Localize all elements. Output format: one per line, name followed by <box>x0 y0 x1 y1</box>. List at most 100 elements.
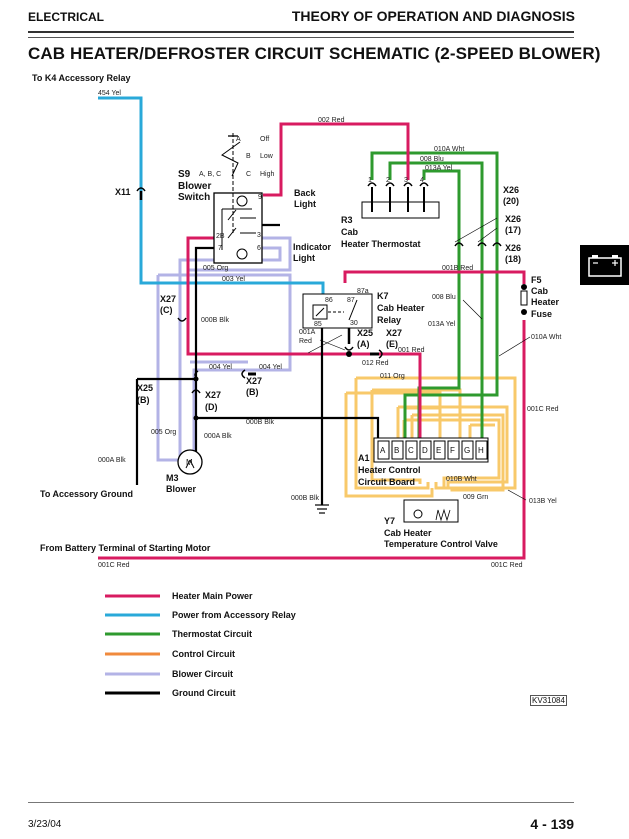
section-label: ELECTRICAL <box>28 10 104 24</box>
x27d-label: X27 <box>205 390 221 400</box>
wire-label: 013A Yel <box>425 165 453 172</box>
pin-label: 85 <box>314 321 322 328</box>
pin-label: 1 <box>368 177 372 184</box>
x25b-label: (B) <box>137 395 150 405</box>
wire-label: 000B Blk <box>201 317 230 324</box>
switch-position-label: High <box>260 171 275 178</box>
wire-label: 003 Yel <box>222 276 245 283</box>
back-light-label: Light <box>294 199 316 209</box>
page-number: 4 - 139 <box>530 816 574 832</box>
x27b-label: (B) <box>246 387 259 397</box>
x27c-label: (C) <box>160 305 173 315</box>
a1-pin-a: A <box>380 446 386 455</box>
pin-label: 87a <box>357 288 369 295</box>
pin-label: 87 <box>347 297 355 304</box>
y7-name: Temperature Control Valve <box>384 539 498 549</box>
a1-id: A1 <box>358 453 370 463</box>
k7-name: Cab Heater <box>377 303 425 313</box>
k7-id: K7 <box>377 291 389 301</box>
wire-label: 001B Red <box>442 265 473 272</box>
x26-17-label: (17) <box>505 225 521 235</box>
s9-name: Switch <box>178 192 210 203</box>
wire-label: 005 Org <box>151 429 176 436</box>
switch-position-label: B <box>246 153 251 160</box>
footer-rule <box>28 802 574 803</box>
leader-lines <box>307 217 531 501</box>
wire-label: 000B Blk <box>246 419 275 426</box>
to-acc-ground-label: To Accessory Ground <box>40 489 133 499</box>
switch-position-label: A <box>236 136 241 143</box>
motor-symbol: M <box>186 458 193 467</box>
a1-name: Circuit Board <box>358 477 415 487</box>
pin-label: 3 <box>404 177 408 184</box>
from-battery-label: From Battery Terminal of Starting Motor <box>40 543 211 553</box>
pin-label: 7 <box>218 245 222 252</box>
wire-label: 002 Red <box>318 117 345 124</box>
connectors <box>136 182 502 394</box>
wire-label: 454 Yel <box>98 90 121 97</box>
a1-pin-g: G <box>464 446 470 455</box>
switch-positions: A, B, C <box>199 171 221 178</box>
wire-label: 001C Red <box>491 562 523 569</box>
wire-label: 008 Blu <box>420 156 444 163</box>
wire-label: 008 Blu <box>432 294 456 301</box>
battery-icon <box>588 255 622 277</box>
x27e-label: X27 <box>386 328 402 338</box>
heater-power-wires <box>98 122 526 560</box>
x26-20-label: (20) <box>503 196 519 206</box>
r3-name: Cab <box>341 227 359 237</box>
a1-pin-c: C <box>408 446 414 455</box>
wire-label: 004 Yel <box>259 364 282 371</box>
f5-id: F5 <box>531 275 542 285</box>
wire-label: 010B Wht <box>446 476 477 483</box>
pin-label: 9 <box>258 194 262 201</box>
wire-label: 009 Grn <box>463 494 488 501</box>
legend-label-accessory: Power from Accessory Relay <box>172 610 296 620</box>
x27d-label: (D) <box>205 402 218 412</box>
wire-label: 010A Wht <box>434 146 464 153</box>
legend-label-thermostat: Thermostat Circuit <box>172 629 252 639</box>
y7-name: Cab Heater <box>384 528 432 538</box>
wire-label: 001C Red <box>527 406 559 413</box>
wire-label: 000A Blk <box>98 457 126 464</box>
a1-name: Heater Control <box>358 465 421 475</box>
x25a-label: (A) <box>357 339 370 349</box>
control-board-a1 <box>373 437 489 463</box>
x27e-label: (E) <box>386 339 398 349</box>
back-light-label: Back <box>294 188 317 198</box>
x26-18-label: (18) <box>505 254 521 264</box>
pin-label: 86 <box>325 297 333 304</box>
wire-label: 000B Blk <box>291 495 320 502</box>
a1-pin-f: F <box>450 446 455 455</box>
y7-id: Y7 <box>384 516 395 526</box>
ground-symbol <box>315 504 329 514</box>
wire-label: 001C Red <box>98 562 130 569</box>
wire-label: 013B Yel <box>529 498 557 505</box>
s9-id: S9 <box>178 169 191 180</box>
x27c-label: X27 <box>160 294 176 304</box>
k7-name: Relay <box>377 315 401 325</box>
indicator-light-label: Light <box>293 253 315 263</box>
legend-label-ground: Ground Circuit <box>172 688 236 698</box>
f5-name: Heater <box>531 297 560 307</box>
ground-wires <box>135 223 380 505</box>
wire-label: 012 Red <box>362 360 389 367</box>
connector-x11-label: X11 <box>115 187 131 197</box>
wire-label: 004 Yel <box>209 364 232 371</box>
switch-position-label: Off <box>260 136 269 143</box>
x26-20-label: X26 <box>503 185 519 195</box>
switch-position-label: Low <box>260 153 274 160</box>
control-valve-y7 <box>403 499 459 523</box>
f5-name: Cab <box>531 286 549 296</box>
section-tab[interactable] <box>580 245 629 285</box>
pin-label: 2B <box>216 233 225 240</box>
wire-label: 010A Wht <box>531 334 561 341</box>
a1-pin-d: D <box>422 446 428 455</box>
fuse-f5 <box>520 284 528 315</box>
thermostat-r3 <box>361 187 440 219</box>
pin-label: 3 <box>257 232 261 239</box>
thermostat-wires <box>370 151 499 440</box>
s9-name: Blower <box>178 181 211 192</box>
wire-label: 001 Red <box>398 347 425 354</box>
accessory-power-wires <box>98 96 325 298</box>
